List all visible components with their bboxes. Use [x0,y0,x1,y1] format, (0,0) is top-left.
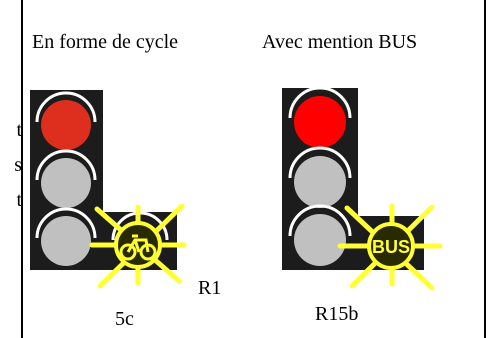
cycle-signal [30,90,187,289]
visor [288,146,352,179]
visor [288,86,352,119]
label-5c: 5c [115,308,134,330]
red-lamp [294,96,346,148]
left-frame-border [21,0,23,338]
clipped-text-fragment: t [16,189,22,211]
visor [35,91,97,123]
bicycle-icon [119,234,157,261]
title-cycle-form: En forme de cycle [32,31,179,53]
clipped-text-fragment: s [14,154,22,176]
title-bus-mention: Avec mention BUS [262,31,418,53]
visor [35,149,97,181]
red-lamp [41,100,91,150]
visor [288,204,352,237]
visor [35,207,97,239]
bus-signal: BUS [282,86,443,291]
bus-indicator-lamp [367,222,415,270]
green-lamp-off [294,214,346,266]
bus-indicator-text: BUS [372,237,410,257]
amber-lamp-off [294,156,346,208]
clipped-text-fragment: t [16,119,22,141]
label-r15b: R15b [315,303,359,325]
label-r1: R1 [198,277,222,299]
green-lamp-off [41,216,91,266]
amber-lamp-off [41,158,91,208]
right-frame-border [484,0,486,338]
